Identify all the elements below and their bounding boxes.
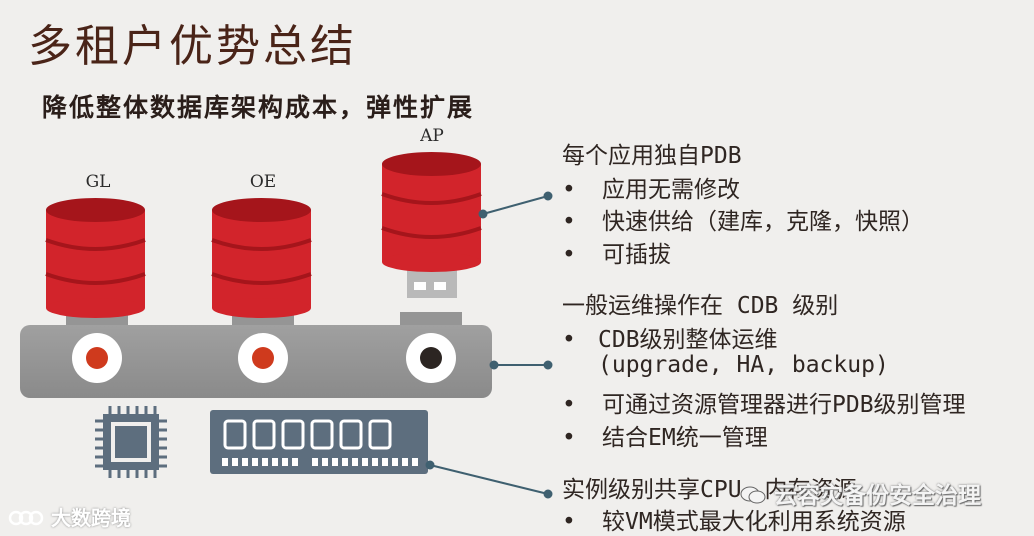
socket-gl — [72, 333, 122, 383]
brand-logo-icon — [8, 508, 44, 528]
bullet-icon: • — [562, 177, 576, 203]
connector-dot — [489, 360, 499, 370]
bullet-continuation: (upgrade, HA, backup) — [598, 352, 889, 378]
bullet-icon: • — [562, 242, 576, 268]
section-heading-pdb: 每个应用独自PDB — [562, 143, 742, 169]
connector-line-instance — [429, 464, 549, 495]
connector-dot — [543, 360, 553, 370]
bullet-text: 结合EM统一管理 — [602, 425, 768, 451]
database-ap-cylinder — [381, 152, 482, 298]
bullet-item: • 应用无需修改 — [562, 170, 740, 204]
bullet-icon: • — [562, 209, 576, 235]
section-heading-instance: 实例级别共享CPU，内存资源 — [562, 477, 857, 503]
bullet-icon: • — [562, 392, 576, 418]
database-gl-cylinder — [45, 198, 146, 318]
page-title: 多租户优势总结 — [28, 21, 357, 72]
section-heading-cdb: 一般运维操作在 CDB 级别 — [562, 293, 839, 319]
watermark-left-text: 大数跨境 — [50, 506, 131, 530]
bullet-text: 应用无需修改 — [602, 177, 740, 203]
bullet-icon: • — [562, 327, 576, 353]
connector-dot — [478, 209, 488, 219]
socket-oe — [238, 333, 288, 383]
cpu-chip-icon — [95, 406, 167, 478]
connector-dot — [425, 460, 435, 470]
socket-ap — [406, 333, 456, 383]
bullet-text: CDB级别整体运维 — [598, 327, 778, 353]
watermark-right-text: 云容灾备份安全治理 — [774, 483, 982, 509]
database-label-gl: GL — [85, 172, 111, 192]
bullet-text: 可插拔 — [602, 242, 671, 268]
bullet-text: 快速供给（建库，克隆，快照） — [602, 209, 924, 235]
memory-module-icon — [210, 410, 428, 474]
bullet-item: • 可通过资源管理器进行PDB级别管理 — [562, 385, 966, 419]
bullet-icon: • — [562, 509, 576, 535]
bullet-text: 可通过资源管理器进行PDB级别管理 — [602, 392, 966, 418]
bullet-icon: • — [562, 425, 576, 451]
bullet-item: • CDB级别整体运维 — [562, 320, 778, 354]
connector-line-pdb — [482, 195, 549, 215]
bullet-text: 较VM模式最大化利用系统资源 — [602, 509, 906, 535]
bullet-item: • 结合EM统一管理 — [562, 418, 768, 452]
database-label-ap: AP — [420, 126, 444, 146]
database-label-oe: OE — [249, 172, 277, 192]
bullet-item: • 快速供给（建库，克隆，快照） — [562, 202, 924, 236]
bullet-item: • 较VM模式最大化利用系统资源 — [562, 502, 906, 536]
bullet-item: • 可插拔 — [562, 235, 671, 269]
connector-dot — [543, 489, 553, 499]
wechat-icon — [740, 485, 766, 505]
page-subtitle: 降低整体数据库架构成本，弹性扩展 — [42, 93, 475, 122]
database-oe-cylinder — [211, 198, 312, 318]
connector-dot — [543, 191, 553, 201]
watermark-left: 大数跨境 — [8, 502, 131, 531]
watermark-right: 云容灾备份安全治理 — [740, 476, 981, 510]
